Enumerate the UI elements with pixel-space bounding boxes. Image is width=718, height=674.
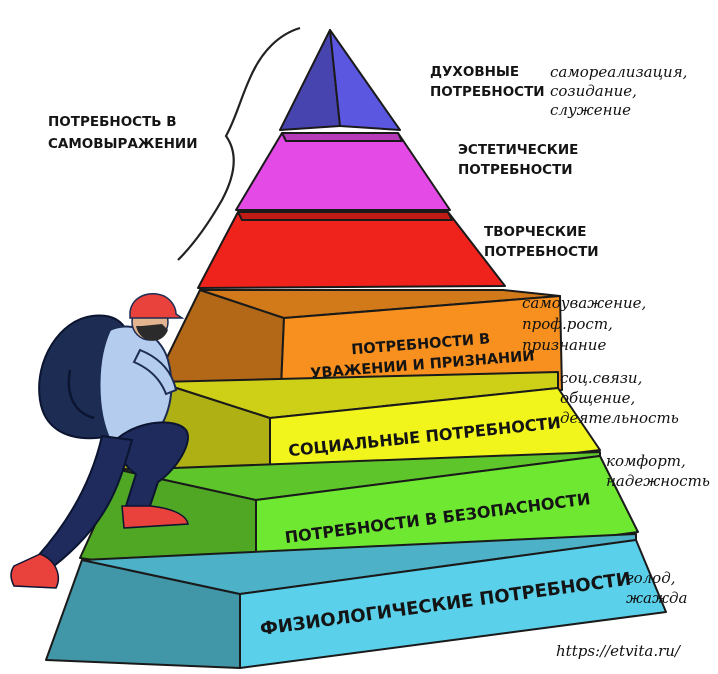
note-safety-2: надежность (606, 472, 710, 490)
bracket-label-line-1: ПОТРЕБНОСТЬ В (48, 114, 177, 130)
bracket-label: ПОТРЕБНОСТЬ В САМОВЫРАЖЕНИИ (48, 114, 198, 152)
climber-cap (129, 292, 185, 319)
side-labels: ДУХОВНЫЕ ПОТРЕБНОСТИ ЭСТЕТИЧЕСКИЕ ПОТРЕБНОС… (430, 63, 710, 607)
level-face-bevel (281, 132, 403, 142)
climber-shoe-back (10, 553, 60, 589)
climber-illustration (10, 292, 189, 589)
note-esteem-2: проф.рост, (522, 315, 613, 333)
level-face-front (197, 211, 506, 289)
note-social-1: соц.связи, (560, 369, 642, 387)
note-spiritual-1: самореализация, (550, 63, 687, 81)
climber-beard (136, 324, 168, 341)
note-physiological-1: голод, (626, 569, 675, 587)
climber-arm (132, 348, 178, 396)
note-physiological-2: жажда (626, 589, 688, 607)
bracket-brace (177, 26, 301, 261)
note-esteem-1: самоуважение, (522, 294, 646, 312)
note-spiritual-3: служение (550, 101, 631, 119)
level-face-bevel (237, 211, 453, 221)
climber-shoe-front (121, 505, 189, 529)
backpack-pocket (67, 369, 95, 420)
right-label-creative-2: ПОТРЕБНОСТИ (484, 244, 599, 260)
level-face-front (239, 539, 667, 669)
source-url: https://etvita.ru/ (556, 642, 682, 660)
right-label-aesthetic-1: ЭСТЕТИЧЕСКИЕ (458, 142, 578, 158)
right-label-spiritual-2: ПОТРЕБНОСТИ (430, 84, 545, 100)
level-face-front (235, 132, 451, 211)
right-label-creative-1: ТВОРЧЕСКИЕ (484, 224, 586, 240)
right-label-aesthetic-2: ПОТРЕБНОСТИ (458, 162, 573, 178)
bracket-label-line-2: САМОВЫРАЖЕНИИ (48, 136, 198, 152)
note-social-3: деятельность (560, 409, 679, 427)
right-label-spiritual-1: ДУХОВНЫЕ (430, 64, 519, 80)
pyramid-level-aesthetic (235, 132, 451, 211)
note-social-2: общение, (560, 389, 635, 407)
level-face-front (329, 29, 401, 131)
note-spiritual-2: созидание, (550, 82, 637, 100)
note-safety-1: комфорт, (606, 452, 686, 470)
pyramid-level-spiritual (279, 29, 401, 131)
pyramid-level-physiological: ФИЗИОЛОГИЧЕСКИЕ ПОТРЕБНОСТИ (45, 533, 667, 669)
note-esteem-3: признание (522, 336, 606, 354)
pyramid-level-creative (197, 211, 506, 289)
